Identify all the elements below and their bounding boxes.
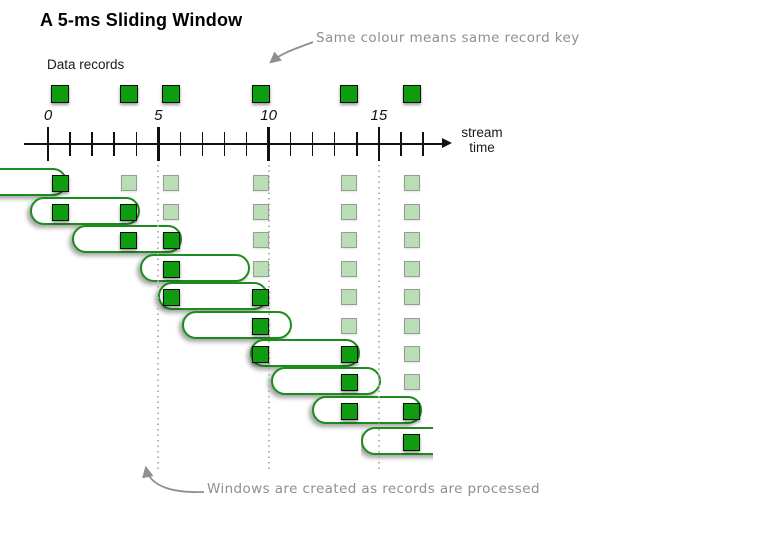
axis-tick	[91, 132, 93, 156]
record-square-in-window	[162, 231, 180, 249]
record-square-in-window	[51, 203, 69, 221]
axis-tick	[400, 132, 402, 156]
record-square-faded	[252, 261, 269, 277]
stream-time-axis-line	[24, 143, 442, 145]
sliding-window	[182, 311, 292, 339]
record-square-faded	[341, 261, 358, 277]
diagram-title: A 5-ms Sliding Window	[40, 10, 243, 30]
record-square-in-window	[162, 260, 180, 278]
stream-time-label-line1: stream	[461, 125, 503, 140]
record-square-in-window	[403, 402, 421, 420]
axis-tick	[179, 132, 182, 156]
record-square-in-window	[403, 433, 421, 451]
stream-time-label: stream time	[455, 125, 509, 155]
axis-tick	[135, 132, 137, 156]
record-square-faded	[163, 175, 180, 191]
record-square-faded	[403, 346, 420, 362]
record-square-in-window	[120, 203, 138, 221]
data-record-square	[340, 85, 359, 103]
record-square-faded	[341, 232, 358, 248]
dotted-gridline	[157, 165, 160, 471]
annotation-windows-created: Windows are created as records are proce…	[207, 481, 540, 497]
record-square-in-window	[340, 373, 358, 391]
data-record-square	[51, 85, 70, 103]
axis-tick	[356, 132, 358, 156]
record-square-faded	[403, 232, 420, 248]
data-record-square	[402, 85, 421, 103]
data-records-label: Data records	[47, 57, 125, 72]
data-record-square	[162, 85, 181, 103]
record-square-faded	[341, 175, 358, 191]
record-square-in-window	[340, 345, 358, 363]
record-square-faded	[341, 318, 358, 334]
record-square-in-window	[340, 402, 358, 420]
axis-tick	[289, 132, 292, 156]
axis-tick	[245, 132, 248, 156]
record-square-in-window	[252, 317, 270, 335]
record-square-in-window	[252, 288, 270, 306]
axis-tick-label: 5	[154, 107, 163, 124]
axis-tick-label: 10	[260, 107, 277, 124]
record-square-faded	[403, 204, 420, 220]
record-square-faded	[403, 289, 420, 305]
arrow-to-windows-icon	[142, 465, 205, 493]
record-square-in-window	[120, 231, 138, 249]
record-square-in-window	[51, 174, 69, 192]
record-square-faded	[403, 175, 420, 191]
record-square-faded	[341, 289, 358, 305]
window-clip-region	[361, 427, 433, 463]
axis-tick	[334, 132, 336, 156]
record-square-faded	[403, 261, 420, 277]
sliding-window	[361, 427, 433, 455]
arrow-to-record-icon	[269, 41, 314, 64]
record-square-faded	[403, 374, 420, 390]
axis-tick-label: 0	[43, 107, 53, 124]
record-square-faded	[252, 204, 269, 220]
axis-tick	[377, 127, 381, 161]
record-square-faded	[163, 204, 180, 220]
annotation-same-colour: Same colour means same record key	[316, 30, 580, 46]
axis-tick	[113, 132, 115, 156]
record-square-faded	[120, 175, 137, 191]
dotted-gridline	[377, 165, 380, 471]
axis-tick	[156, 127, 160, 161]
record-square-faded	[252, 175, 269, 191]
record-square-faded	[341, 204, 358, 220]
record-square-in-window	[252, 345, 270, 363]
axis-arrowhead-icon	[442, 138, 452, 148]
axis-tick-label: 15	[370, 107, 388, 124]
axis-tick	[69, 132, 71, 156]
data-record-square	[251, 85, 270, 103]
axis-tick	[223, 132, 226, 156]
axis-tick	[422, 132, 424, 156]
sliding-window	[271, 367, 381, 395]
stream-time-label-line2: time	[469, 140, 495, 155]
axis-tick	[46, 127, 50, 161]
axis-tick	[312, 132, 314, 156]
axis-tick	[201, 132, 204, 156]
record-square-faded	[403, 318, 420, 334]
axis-tick	[267, 127, 270, 161]
data-record-square	[119, 85, 138, 103]
record-square-in-window	[162, 288, 180, 306]
record-square-faded	[252, 232, 269, 248]
